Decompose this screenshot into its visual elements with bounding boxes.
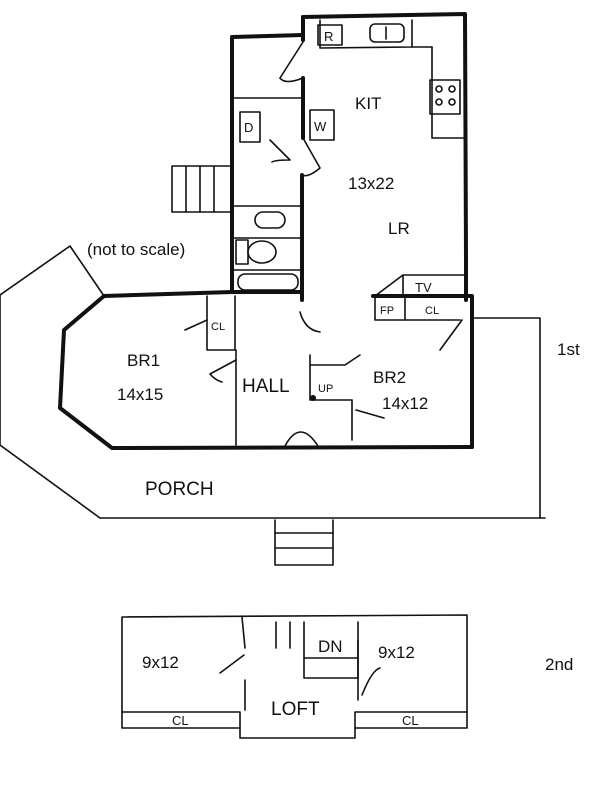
left-closet-label: CL: [172, 713, 189, 728]
first-floor-plan: R D W: [0, 12, 580, 566]
stove-icon: [429, 79, 461, 115]
br2-label: BR2: [373, 368, 406, 387]
br1-label: BR1: [127, 351, 160, 370]
bathtub-icon: [237, 273, 299, 291]
br1-bay-wall: [58, 294, 474, 450]
tv-cabinet: [374, 274, 467, 297]
kitchen-outer-wall: [301, 12, 468, 260]
front-steps: [274, 519, 334, 566]
refrigerator-label: R: [324, 29, 333, 44]
bathroom-sink-icon: [254, 211, 286, 229]
fireplace: [374, 295, 406, 321]
br1-size-label: 14x15: [117, 385, 163, 404]
left-room-size-label: 9x12: [142, 653, 179, 672]
porch-left: [0, 294, 101, 519]
back-stairs: [171, 165, 231, 213]
stairs-down: [275, 621, 359, 679]
washer-label: W: [314, 119, 327, 134]
second-floor-outline: [121, 614, 468, 739]
front-door: [284, 431, 319, 447]
right-closet-label: CL: [402, 713, 419, 728]
br1-closet-label: CL: [211, 321, 225, 333]
porch-label: PORCH: [145, 479, 214, 500]
loft-label: LOFT: [271, 699, 320, 720]
second-floor-label: 2nd: [545, 655, 573, 674]
not-to-scale-note: (not to scale): [87, 240, 185, 259]
washer-icon: [309, 109, 335, 141]
dryer-icon: [239, 111, 261, 143]
first-floor-label: 1st: [557, 340, 580, 359]
stairs-up-label: UP: [318, 383, 333, 395]
sink-icon: [369, 23, 405, 43]
dryer-label: D: [244, 120, 253, 135]
kitchen-label: KIT: [355, 94, 381, 113]
porch-upper: [0, 245, 105, 297]
toilet-icon: [247, 240, 277, 264]
br2-size-label: 14x12: [382, 394, 428, 413]
stairs-up: [309, 354, 353, 401]
br1-closet: [206, 295, 236, 351]
tv-label: TV: [415, 280, 432, 295]
toilet-tank-icon: [235, 239, 249, 265]
right-room-size-label: 9x12: [378, 643, 415, 662]
fireplace-label: FP: [380, 305, 394, 317]
porch-right: [471, 317, 541, 519]
refrigerator-icon: [317, 24, 343, 46]
kitchen-counter-top: [319, 19, 413, 49]
kitchen-counter-right: [431, 46, 466, 139]
br2-outer-wall: [371, 294, 474, 449]
hall-label: HALL: [242, 376, 290, 397]
living-room-label: LR: [388, 219, 410, 238]
kitchen-size-label: 13x22: [348, 174, 394, 193]
second-floor-plan: 9x12 9x12 DN LOFT CL CL 2nd: [121, 614, 573, 739]
br2-closet-label: CL: [425, 305, 439, 317]
br1-top-wall: [102, 290, 304, 298]
stairs-down-label: DN: [318, 637, 343, 656]
